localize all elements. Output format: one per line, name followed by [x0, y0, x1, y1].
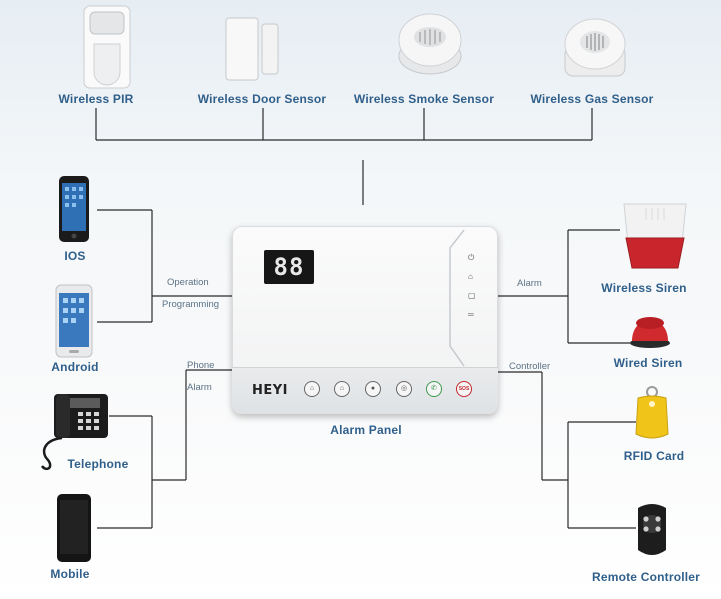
sensor-label-gas: Wireless Gas Sensor	[530, 92, 654, 106]
conn-label-controller: Controller	[509, 361, 551, 372]
door-sensor-icon	[225, 17, 279, 81]
rfid-tag-icon	[635, 386, 669, 439]
device-label-remote-controller: Remote Controller	[591, 570, 701, 584]
device-label-rfid-card: RFID Card	[623, 449, 685, 463]
sensor-label-door: Wireless Door Sensor	[197, 92, 327, 106]
device-label-wired-siren: Wired Siren	[613, 356, 683, 370]
android-phone-icon	[55, 284, 93, 358]
device-label-ios: IOS	[64, 249, 86, 263]
iphone-icon	[59, 176, 89, 242]
lock-indicator-icon: ▢	[468, 291, 476, 300]
wireless-siren-icon	[623, 203, 687, 269]
device-label-android: Android	[51, 360, 99, 374]
sensor-label-smoke: Wireless Smoke Sensor	[353, 92, 495, 106]
power-indicator-icon: ⏻	[468, 253, 475, 262]
device-label-telephone: Telephone	[67, 457, 129, 471]
telephone-icon	[40, 394, 108, 471]
sensor-label-pir: Wireless PIR	[58, 92, 134, 106]
device-label-wireless-siren: Wireless Siren	[601, 281, 687, 295]
wired-siren-icon	[630, 317, 670, 348]
arm-away-button[interactable]: ⌂	[304, 381, 320, 397]
arm-stay-button[interactable]: ⌂	[334, 381, 350, 397]
panel-label: Alarm Panel	[330, 423, 402, 437]
mobile-phone-icon	[57, 494, 91, 562]
remote-controller-icon	[638, 504, 666, 555]
conn-label-phone: Phone	[187, 360, 215, 371]
signal-indicator-icon: ═	[468, 310, 474, 319]
gas-sensor-icon	[564, 18, 626, 77]
sos-button[interactable]: SOS	[456, 381, 472, 397]
panel-brand-logo: HEYI	[252, 383, 289, 398]
call-button[interactable]: ✆	[426, 381, 442, 397]
device-label-mobile: Mobile	[50, 567, 90, 581]
conn-label-programming: Programming	[162, 299, 220, 310]
conn-label-operation: Operation	[167, 277, 209, 288]
conn-label-alarm-left: Alarm	[187, 382, 212, 393]
home-indicator-icon: ⌂	[468, 272, 473, 281]
conn-label-alarm-right: Alarm	[517, 278, 542, 289]
panel-edge-curve	[449, 229, 465, 367]
smoke-sensor-icon	[398, 13, 462, 75]
record-button[interactable]: ●	[365, 381, 381, 397]
pir-sensor-icon	[83, 5, 131, 89]
disarm-button[interactable]: ◎	[396, 381, 412, 397]
segment-display: 88	[264, 250, 314, 284]
